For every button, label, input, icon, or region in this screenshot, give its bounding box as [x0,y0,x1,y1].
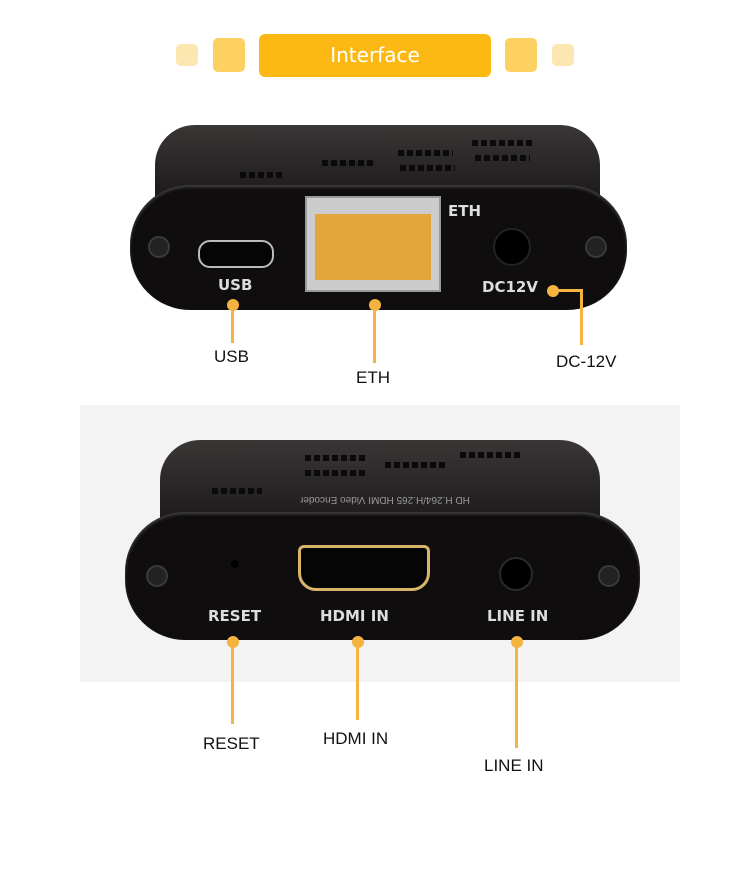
callout-line: LINE IN [484,756,544,775]
screw-icon [148,236,170,258]
screw-icon [585,236,607,258]
dc-jack [493,228,531,266]
printed-hdmi-label: HDMI IN [320,607,389,625]
section-title: Interface [259,34,491,77]
model-text: HD H.264/H.265 HDMI Video Encoder [300,494,470,505]
callout-hdmi: HDMI IN [323,729,389,748]
screw-icon [598,565,620,587]
hdmi-port [298,545,430,591]
audio-jack [499,557,533,591]
printed-eth-label: ETH [448,202,482,220]
decor-square [552,44,574,66]
printed-reset-label: RESET [208,607,262,625]
printed-usb-label: USB [218,276,253,294]
callout-dc: DC-12V [556,352,617,371]
ethernet-port [305,196,441,292]
printed-line-label: LINE IN [487,607,549,625]
usb-c-port [198,240,274,268]
screw-icon [146,565,168,587]
decor-square [213,38,245,72]
decor-square [176,44,198,66]
reset-hole [231,560,239,568]
callout-eth: ETH [356,368,390,387]
callout-reset: RESET [203,734,260,753]
decor-square [505,38,537,72]
printed-dc-label: DC12V [482,278,538,296]
callout-usb: USB [214,347,249,366]
